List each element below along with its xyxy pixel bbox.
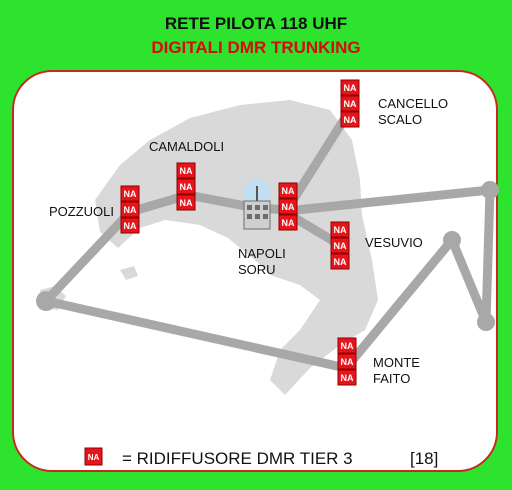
repeater-stack-camaldoli: NA NA NA <box>176 162 196 211</box>
repeater-stack-napoli: NA NA NA <box>278 182 298 231</box>
node-island <box>36 291 56 311</box>
repeater-badge-label: NA <box>180 198 193 208</box>
repeater-block <box>120 201 140 218</box>
repeater-block <box>278 214 298 231</box>
repeater-badge-label: NA <box>344 115 357 125</box>
repeater-badge-label: NA <box>341 357 354 367</box>
map-panel <box>12 70 498 472</box>
label-pozzuoli: POZZUOLI <box>49 204 115 219</box>
repeater-block <box>330 221 350 238</box>
label-vesuvio: VESUVIO <box>365 235 423 250</box>
repeater-stack-vesuvio: NA NA NA <box>330 221 350 270</box>
label-camaldoli: CAMALDOLI <box>149 139 225 154</box>
repeater-badge-label: NA <box>180 182 193 192</box>
repeater-badge-label: NA <box>334 241 347 251</box>
legend-reference: [18] <box>410 449 439 468</box>
repeater-badge-label: NA <box>341 341 354 351</box>
repeater-block <box>330 253 350 270</box>
legend-icon-label: NA <box>88 453 100 462</box>
title-line-1: RETE PILOTA 118 UHF <box>164 14 348 33</box>
repeater-block <box>278 198 298 215</box>
repeater-badge-label: NA <box>180 166 193 176</box>
link-soru-cancello <box>285 105 355 210</box>
building-icon <box>243 179 271 230</box>
repeater-block <box>120 217 140 234</box>
repeater-block <box>340 79 360 96</box>
node-east-top <box>481 181 499 199</box>
repeater-badge-label: NA <box>282 186 295 196</box>
repeater-block <box>337 369 357 386</box>
repeater-block <box>337 353 357 370</box>
repeater-block <box>176 162 196 179</box>
repeater-block <box>337 337 357 354</box>
link-pozzuoli-island <box>41 207 135 306</box>
repeater-badge-label: NA <box>124 189 137 199</box>
repeater-badge-label: NA <box>334 225 347 235</box>
link-east-loop <box>41 185 495 373</box>
repeater-block <box>120 185 140 202</box>
repeater-block <box>340 95 360 112</box>
repeater-block <box>340 111 360 128</box>
label-napoli-soru: NAPOLI SORU <box>238 246 286 277</box>
repeater-badge-label: NA <box>282 218 295 228</box>
repeater-badge-label: NA <box>124 205 137 215</box>
repeater-stack-faito: NA NA NA <box>337 337 357 386</box>
repeater-badge-label: NA <box>282 202 295 212</box>
repeater-badge-label: NA <box>124 221 137 231</box>
repeater-block <box>278 182 298 199</box>
legend-text: = RIDIFFUSORE DMR TIER 3 <box>122 449 353 468</box>
repeater-badge-label: NA <box>341 373 354 383</box>
repeater-badge-label: NA <box>344 83 357 93</box>
repeater-block <box>330 237 350 254</box>
label-monte-faito: MONTE FAITO <box>373 355 420 386</box>
node-east-mid <box>443 231 461 249</box>
repeater-stack-cancello: NA NA NA <box>340 79 360 128</box>
legend-repeater-icon: NA <box>84 447 103 466</box>
repeater-badge-label: NA <box>344 99 357 109</box>
repeater-stack-pozzuoli: NA NA NA <box>120 185 140 234</box>
label-cancello-scalo: CANCELLO SCALO <box>378 96 449 127</box>
repeater-block <box>176 178 196 195</box>
repeater-badge-label: NA <box>334 257 347 267</box>
repeater-block <box>176 194 196 211</box>
island-small <box>120 266 138 280</box>
title-line-2: DIGITALI DMR TRUNKING <box>151 38 361 57</box>
node-east-bottom <box>477 313 495 331</box>
